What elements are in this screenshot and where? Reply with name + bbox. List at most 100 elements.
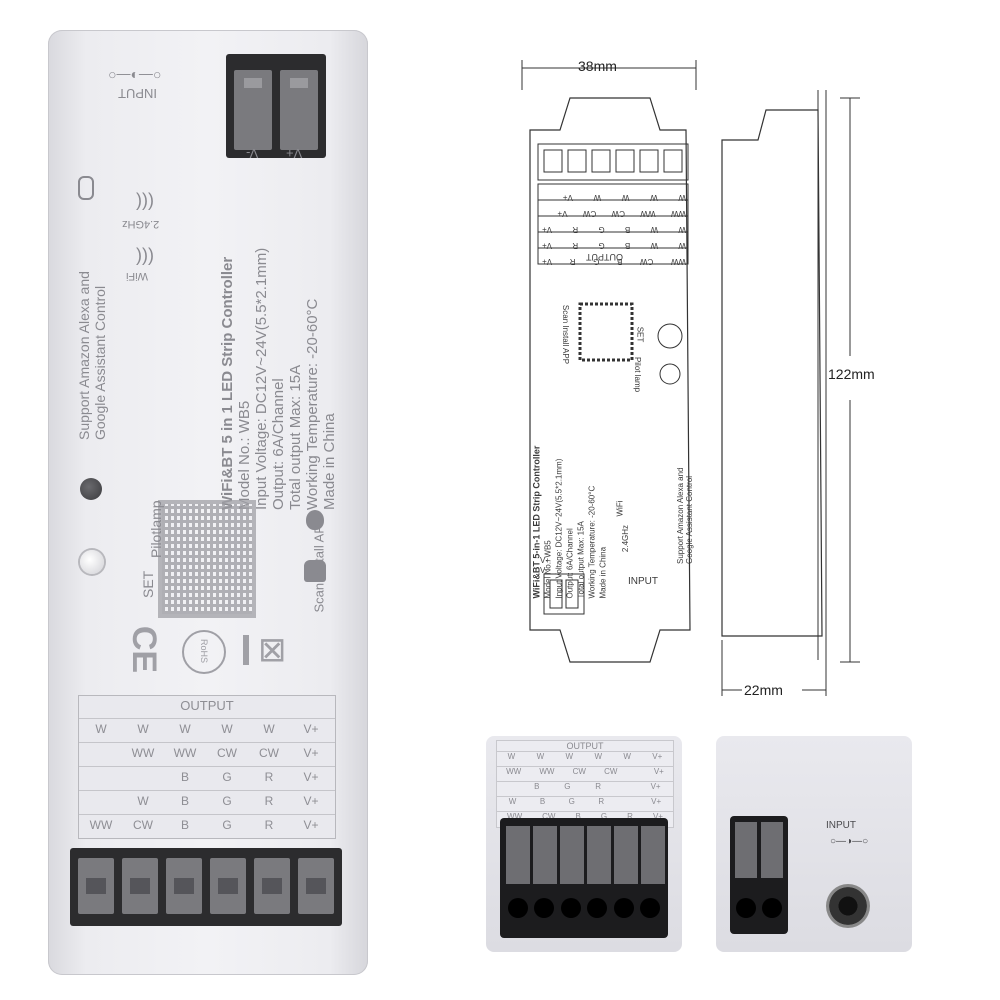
drawing-output-cell: R [569,257,576,266]
photo-output-cell: B [539,797,546,806]
set-button[interactable] [80,550,104,574]
photo-output-cell: V+ [651,797,662,806]
output-cell: W [179,722,191,736]
output-cell: V+ [303,770,319,784]
output-cell: WW [131,746,155,760]
photo-output-cell: V+ [652,752,663,761]
drawing-spec-made: Made in China [598,546,608,599]
drawing-output-cell: CW [582,209,597,218]
input-terminal [226,54,326,158]
ce-text: CE [125,625,164,674]
wifi-icon: ))) [136,190,154,210]
drawing-freq: 2.4GHz [621,524,631,553]
scan-app-label: Scan Install APP [312,463,327,612]
terminal-hole [762,898,782,918]
drawing-output-cell: V+ [557,209,568,218]
drawing-output-cell: W [621,193,630,202]
output-row: B G R V+ [79,766,335,787]
freq-label: 2.4GHz [122,218,160,230]
terminal-hole [560,898,581,918]
drawing-output-cell: W [678,225,686,234]
photo-output-cell: G [568,797,575,806]
terminal-slot [166,858,202,914]
photo-output-cell: V+ [650,782,661,791]
drawing-output-row: WW WW CW CW V+ [542,202,686,218]
photo-input-end: INPUT ○—◑—○ [716,736,912,952]
drawing-output-cell: V+ [542,241,553,250]
terminal-holes [508,898,660,922]
output-cell: V+ [303,818,319,832]
output-cell: V+ [303,794,319,808]
drawing-wifi: WiFi [615,500,625,517]
terminal-slot [78,858,114,914]
support-line-2: Google Assistant Control [92,285,108,440]
spec-working-temp: Working Temperature: -20-60°C [304,298,321,510]
terminal-hole [508,898,528,918]
photo-output-cell: W [507,752,516,761]
drawing-spec-total: Total output Max: 15A [576,521,586,599]
drawing-output-cell: R [572,241,579,250]
drawing-output-cell: G [598,241,605,250]
terminal-hole [736,898,756,918]
output-cell: W [263,722,275,736]
output-table: OUTPUT W W W W W V+ WW WW CW CW V+ B G R… [78,695,336,839]
drawing-output-row: W W B G R V+ [542,234,686,250]
drawing-spec-output: Output: 6A/Channel [565,528,575,599]
drawing-input-label: INPUT [628,576,658,587]
drawing-output-cell: W [593,193,602,202]
output-header: OUTPUT [180,698,234,713]
photo-output-cell: CW [572,767,586,776]
drawing-output-cell: R [572,225,579,234]
output-cell: B [180,794,189,808]
dc-jack [826,884,870,928]
drawing-output-cell: B [616,257,623,266]
drawing-output-cell: CW [611,209,625,218]
support-text: Support Amazon Alexa and Google Assistan… [68,200,108,440]
output-cell: R [264,818,274,832]
drawing-support-block: Support Amazon Alexa and Google Assistan… [676,414,694,564]
support-line-1: Support Amazon Alexa and [76,271,92,440]
drawing-svg [521,60,860,696]
set-label: SET [140,570,156,598]
rohs-text: RoHS [199,638,209,663]
spec-input-voltage: Input Voltage: DC12V~24V(5.5*2.1mm) [253,247,270,510]
drawing-set-label: SET [635,326,645,343]
photo-output-cell: R [627,812,633,821]
pilot-lamp-led [80,478,102,500]
output-cell: CW [217,746,237,760]
output-cell: W [137,794,149,808]
input-symbol: ○—◑—○ [108,68,162,84]
set-label-wrap: SET [140,538,156,598]
photo-output-cell: R [595,782,602,791]
output-cell: CW [259,746,279,760]
output-cell: V+ [303,746,319,760]
drawing-output-cell: G [593,257,600,266]
drawing-output-row: W W B G R V+ [542,218,686,234]
photo-input-terminal-block [730,816,788,934]
spec-title: WiFi&BT 5 in 1 LED Strip Controller [219,256,236,510]
photo-output-cell: WW [539,767,555,776]
drawing-output-cell: V+ [542,225,553,234]
terminal-hole [639,898,660,918]
drawing-output-row: WW CW B G R V+ [542,250,686,266]
microphone-icon [78,176,94,200]
terminal-slot [587,826,611,884]
drawing-v-plus: V+ [540,556,551,565]
terminal-slot [560,826,584,884]
drawing-spec-temp: Working Temperature: -20-60°C [587,485,597,599]
input-label: INPUT [118,86,157,101]
photo-output-cell: V+ [652,812,663,821]
drawing-spec-input-voltage: Input Voltage: DC12V~24V(5.5*2.1mm) [554,458,564,599]
spec-output: Output: 6A/Channel [270,378,287,510]
photo-input-symbol: ○—◑—○ [830,836,869,847]
photo-output-cell: W [594,752,602,761]
drawing-output-table: WW CW B G R V+ W W B G R V+ W W B G R V+… [542,186,686,266]
drawing-pilot-label: Pilot lamp [633,356,643,393]
output-row: WW WW CW CW V+ [79,742,335,763]
android-icon [304,560,326,582]
apple-icon [306,510,324,530]
drawing-support-2: Google Assistant Control [685,475,694,564]
drawing-output-cell: B [624,225,631,234]
drawing-output-cell: B [624,241,631,250]
output-cell: G [222,770,232,784]
